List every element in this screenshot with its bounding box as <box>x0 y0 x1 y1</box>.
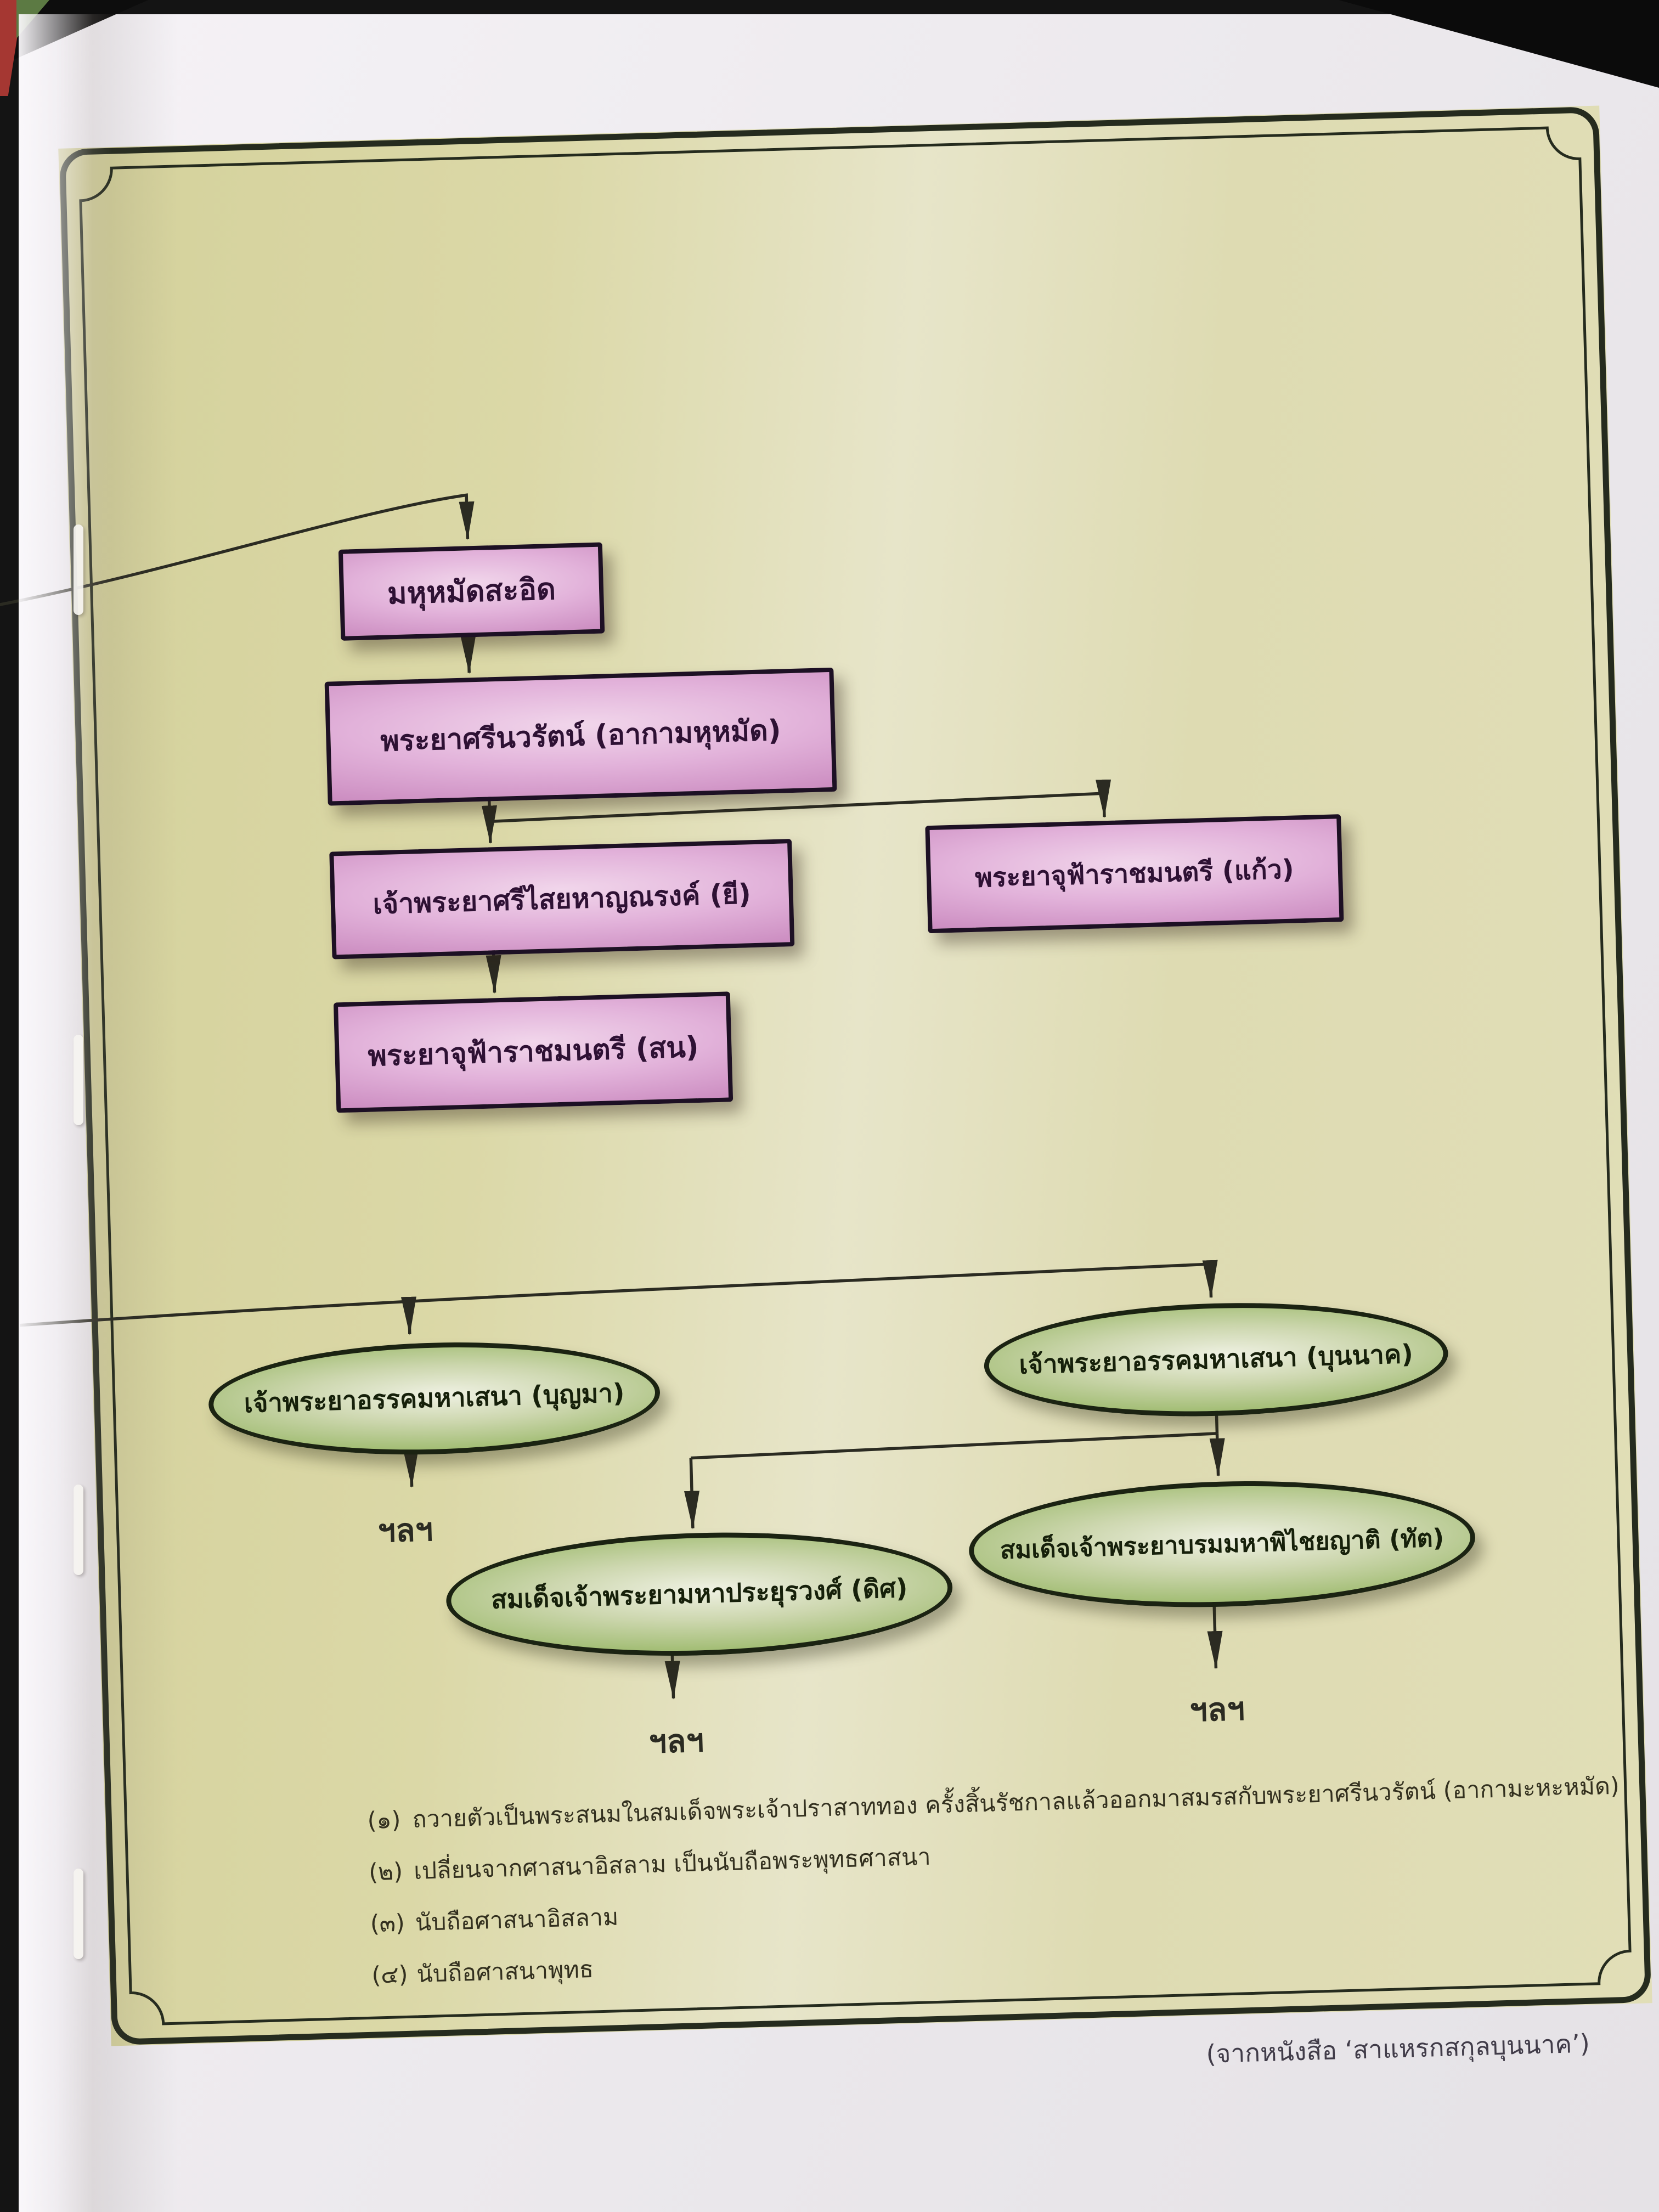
footnote-4-text: นับถือศาสนาพุทธ <box>416 1955 594 1988</box>
footnote-2-text: เปลี่ยนจากศาสนาอิสลาม เป็นนับถือพระพุทธศ… <box>413 1843 932 1886</box>
family-node-phraya-srinawarat: พระยาศรีนวรัตน์ (อากามหุหมัด) <box>324 667 837 806</box>
source-caption: (จากหนังสือ ‘สาแหรกสกุลบุนนาค’) <box>1205 2028 1590 2069</box>
family-node-chufa-rachamontri-kaew: พระยาจุฟ้าราชมนตรี (แก้ว) <box>925 814 1344 934</box>
chart-sheet: มหุหมัดสะอิด พระยาศรีนวรัตน์ (อากามหุหมั… <box>0 105 1652 2046</box>
family-node-chufa-rachamontri-son: พระยาจุฟ้าราชมนตรี (สน) <box>333 991 733 1113</box>
etc-mark-dit-line: ฯลฯ <box>648 1722 705 1760</box>
footnote-3-number: (๓) <box>370 1909 405 1938</box>
connector-lines <box>0 493 1225 1700</box>
family-node-chaophraya-srisaiyahan-narong: เจ้าพระยาศรีไสยหาญณรงค์ (ยี) <box>329 839 795 960</box>
footnote-3-text: นับถือศาสนาอิสลาม <box>415 1903 619 1937</box>
etc-mark-that-line: ฯลฯ <box>1189 1690 1245 1729</box>
binding-staple <box>74 1485 83 1575</box>
binding-staple <box>74 524 83 615</box>
binding-staple <box>74 1035 83 1125</box>
binding-staple <box>74 1869 83 1959</box>
etc-mark-bunma-line: ฯลฯ <box>377 1510 434 1550</box>
footnote-4-number: (๔) <box>371 1961 409 1990</box>
footnote-list: (๑) ถวายตัวเป็นพระสนมในสมเด็จพระเจ้าปราส… <box>367 1767 1625 2008</box>
footnote-1-number: (๑) <box>366 1806 402 1835</box>
family-node-muhammad-sa-id: มหุหมัดสะอิด <box>338 542 605 641</box>
book-page: มหุหมัดสะอิด พระยาศรีนวรัตน์ (อากามหุหมั… <box>0 14 1659 2212</box>
footnote-2-number: (๒) <box>368 1858 403 1887</box>
